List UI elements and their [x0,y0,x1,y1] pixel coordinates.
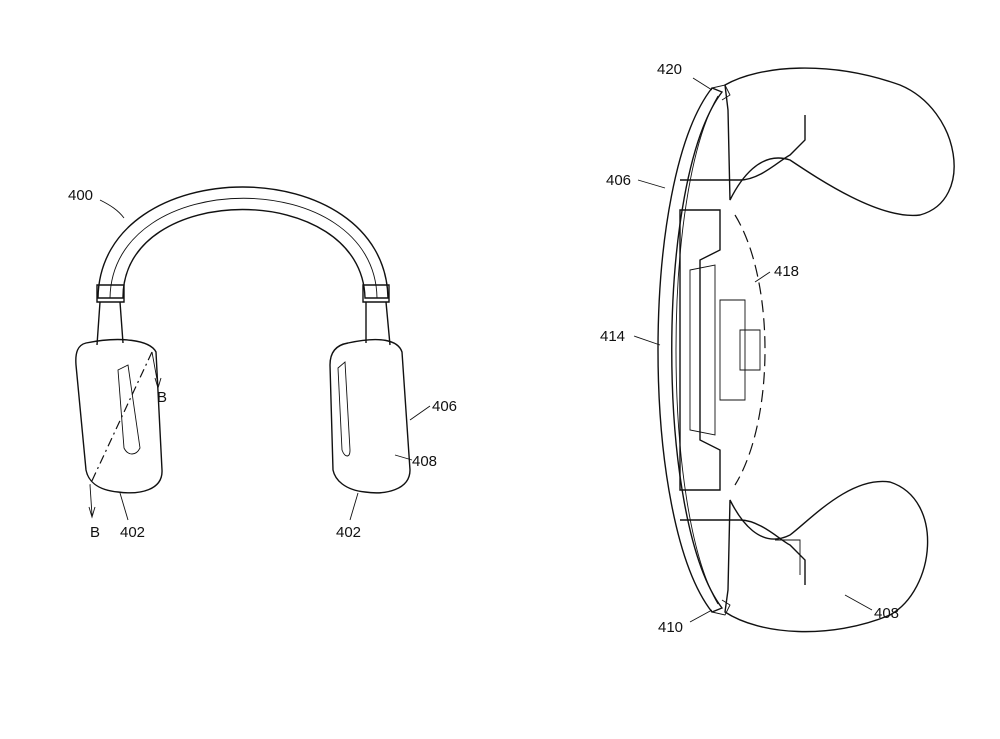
leader-418 [754,271,771,283]
inner-housing [680,115,806,585]
headband [97,186,389,299]
stem-left [96,301,124,346]
cushion-bottom [724,480,929,633]
joint-top [711,84,731,101]
leader-402-left [119,492,129,521]
label-402-left: 402 [120,524,145,541]
driver [689,264,746,436]
section-arrow-top [151,351,162,390]
section-line-b [89,351,153,486]
section-arrow-bottom [88,484,96,519]
label-420: 420 [657,61,682,78]
headband-end-right [362,284,390,303]
leader-420 [692,77,713,91]
label-b-bottom: B [90,524,100,541]
label-410: 410 [658,619,683,636]
ear-cup-left-inner [117,364,141,455]
ear-cup-cross-section [633,67,955,633]
headband-inner-line [109,197,378,299]
leader-408 [394,454,413,461]
joint-bottom [711,599,731,616]
leader-400 [99,199,125,219]
label-408-left: 408 [412,453,437,470]
leader-410 [689,609,713,623]
shell-inner-line [675,95,719,605]
label-418: 418 [774,263,799,280]
label-400: 400 [68,187,93,204]
label-406-right: 406 [606,172,631,189]
headband-end-left [96,284,125,303]
leader-406 [409,405,431,421]
label-414: 414 [600,328,625,345]
frame [679,209,721,491]
bracket [775,539,801,575]
ear-cup-left [75,338,163,494]
cushion-top [724,67,955,217]
leader-402-right [349,492,359,521]
speaker-mesh [734,214,766,486]
stem-right [365,301,391,346]
label-b-top: B [157,389,167,406]
leader-406-right [637,179,666,189]
label-402-right: 402 [336,524,361,541]
leader-414 [633,335,661,346]
headphones-front-view [75,186,431,521]
ear-cup-right-inner [337,361,351,457]
leader-408-right [844,594,873,611]
label-406-left: 406 [432,398,457,415]
label-408-right: 408 [874,605,899,622]
ear-cup-right [329,338,411,494]
speaker-center [739,329,761,371]
